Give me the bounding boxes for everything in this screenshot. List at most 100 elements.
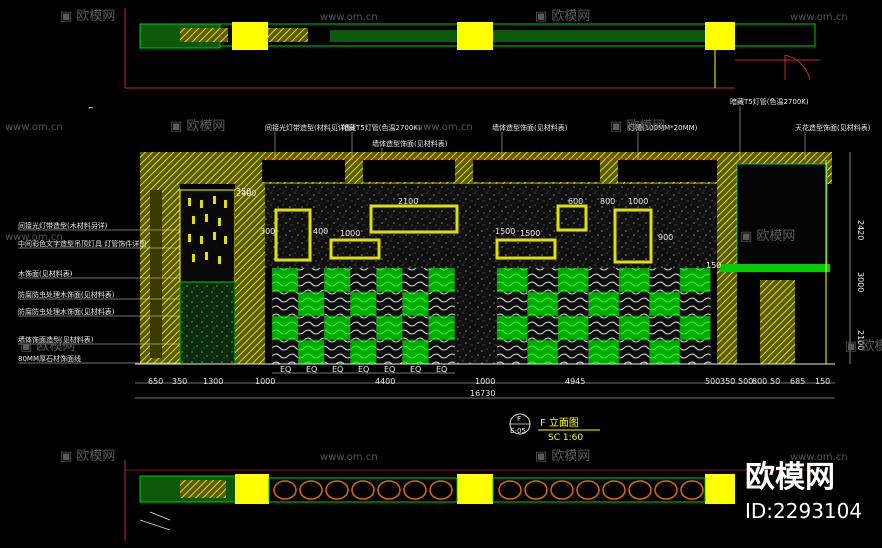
wainscot-tile bbox=[428, 291, 455, 317]
wainscot-tile bbox=[402, 291, 429, 317]
dim-inner-label: 1500 bbox=[495, 227, 515, 236]
wainscot-tile bbox=[350, 291, 377, 317]
note-left: 防腐防虫处理木饰面(见材料表) bbox=[18, 307, 115, 316]
eq-label: EQ bbox=[306, 365, 317, 374]
dim-right-label: 3000 bbox=[856, 272, 865, 292]
leader-notes-left: 间接光灯带造型(木材料另详)中间彩色文字造型吊顶灯具 灯管饰件详图木饰面(见材料… bbox=[18, 221, 180, 364]
wainscot-tile bbox=[649, 267, 681, 293]
dim-inner-label: 600 bbox=[568, 197, 583, 206]
oval-seat bbox=[654, 480, 678, 500]
frame-wide-lower bbox=[329, 238, 381, 260]
wainscot-tile bbox=[376, 339, 403, 365]
watermarks: ▣ 欧模网▣ 欧模网▣ 欧模网▣ 欧模网▣ 欧模网▣ 欧模网▣ 欧模网▣ 欧模网… bbox=[5, 9, 882, 464]
watermark-brand: ▣ 欧模网 bbox=[740, 229, 795, 244]
watermark-site: www.om.cn bbox=[5, 122, 63, 133]
checker-wainscot-right bbox=[496, 267, 711, 365]
wainscot-tile bbox=[557, 315, 589, 341]
wainscot-tile bbox=[649, 291, 681, 317]
frame-mid-lower bbox=[495, 238, 557, 260]
green-speck-panel bbox=[179, 281, 236, 365]
frame-wide-upper bbox=[369, 204, 459, 234]
dim-bottom-label: 1300 bbox=[203, 377, 223, 386]
dim-inner-label: 400 bbox=[313, 227, 328, 236]
wainscot-tile bbox=[402, 315, 429, 341]
wainscot-tile bbox=[376, 315, 403, 341]
drawing-scale: SC 1:60 bbox=[548, 433, 583, 443]
wainscot-tile bbox=[618, 267, 650, 293]
wainscot-tile bbox=[297, 339, 325, 365]
note-top: 间接光灯带造型(材料见详图) bbox=[265, 123, 355, 132]
oval-seat bbox=[429, 480, 453, 500]
eq-label: EQ bbox=[358, 365, 369, 374]
dim-bottom-label: 4400 bbox=[375, 377, 395, 386]
dim-inner-label: 900 bbox=[658, 233, 673, 242]
brand-logo-text: 欧模网 bbox=[745, 460, 835, 495]
dim-bottom-label: 1000 bbox=[255, 377, 275, 386]
eq-label: EQ bbox=[436, 365, 447, 374]
dim-inner-label: 350 bbox=[236, 187, 251, 196]
wainscot-tile bbox=[618, 339, 650, 365]
watermark-brand: ▣ 欧模网 bbox=[845, 339, 882, 354]
note-top: 暗藏T5灯管(色温2700K) bbox=[342, 123, 421, 132]
oval-seat bbox=[273, 480, 297, 500]
note-left: 80MM厚石材饰面线 bbox=[18, 354, 81, 363]
oval-seat bbox=[377, 480, 401, 500]
total-dimension: 16730 bbox=[470, 389, 495, 398]
wainscot-tile bbox=[496, 315, 528, 341]
watermark-site: www.om.cn bbox=[790, 12, 848, 23]
wainscot-tile bbox=[496, 291, 528, 317]
wainscot-tile bbox=[428, 267, 455, 293]
dim-right-label: 2420 bbox=[856, 220, 865, 240]
watermark-brand: ▣ 欧模网 bbox=[610, 119, 665, 134]
oval-seat bbox=[498, 480, 522, 500]
watermark-site: www.om.cn bbox=[320, 452, 378, 463]
wainscot-tile bbox=[271, 315, 299, 341]
wainscot-tile bbox=[527, 339, 559, 365]
dim-inner-label: 300 bbox=[260, 227, 275, 236]
wainscot-tile bbox=[496, 339, 528, 365]
plan-oval-seats bbox=[273, 480, 704, 500]
wainscot-tile bbox=[649, 339, 681, 365]
dim-bottom-label: 500 bbox=[738, 377, 753, 386]
frame-small-right bbox=[556, 204, 588, 232]
wainscot-tile bbox=[324, 339, 351, 365]
wainscot-tile bbox=[271, 267, 299, 293]
wainscot-tile bbox=[588, 315, 620, 341]
eq-label: EQ bbox=[280, 365, 291, 374]
dim-right-label: 2100 bbox=[856, 330, 865, 350]
wainscot-tile bbox=[649, 315, 681, 341]
dim-bottom-label: 685 bbox=[790, 377, 805, 386]
dim-bottom-label: 500 bbox=[705, 377, 720, 386]
drawing-title: F 立面图 bbox=[540, 416, 579, 429]
wainscot-tile bbox=[350, 339, 377, 365]
watermark-site: www.om.cn bbox=[5, 232, 63, 243]
wainscot-tile bbox=[428, 339, 455, 365]
note-left: 木饰面(见材料表) bbox=[18, 269, 73, 278]
oval-seat bbox=[628, 480, 652, 500]
dim-bottom-label: 1000 bbox=[475, 377, 495, 386]
note-top: 墙体造型饰面(见材料表) bbox=[492, 123, 568, 132]
note-top: 天花造型饰面(见材料表) bbox=[795, 123, 871, 132]
watermark-brand: ▣ 欧模网 bbox=[535, 9, 590, 24]
main-elevation bbox=[135, 152, 835, 365]
wainscot-tile bbox=[402, 339, 429, 365]
wainscot-tile bbox=[324, 315, 351, 341]
wainscot-tile bbox=[588, 291, 620, 317]
wainscot-tile bbox=[297, 315, 325, 341]
dim-inner-label: 1000 bbox=[628, 197, 648, 206]
wainscot-tile bbox=[402, 267, 429, 293]
dim-inner-label: 2400 bbox=[236, 189, 256, 198]
oval-seat bbox=[299, 480, 323, 500]
oval-seat bbox=[325, 480, 349, 500]
note-top: 墙体造型饰面(见材料表) bbox=[372, 139, 448, 148]
watermark-brand: ▣ 欧模网 bbox=[535, 449, 590, 464]
note-left: 中间彩色文字造型吊顶灯具 灯管饰件详图 bbox=[18, 239, 146, 248]
dim-bottom-label: 650 bbox=[148, 377, 163, 386]
wainscot-tile bbox=[557, 267, 589, 293]
right-glass-panel bbox=[736, 163, 828, 269]
wainscot-tile bbox=[679, 267, 711, 293]
drawing-title-block: F E-05 F 立面图 SC 1:60 bbox=[509, 413, 600, 443]
